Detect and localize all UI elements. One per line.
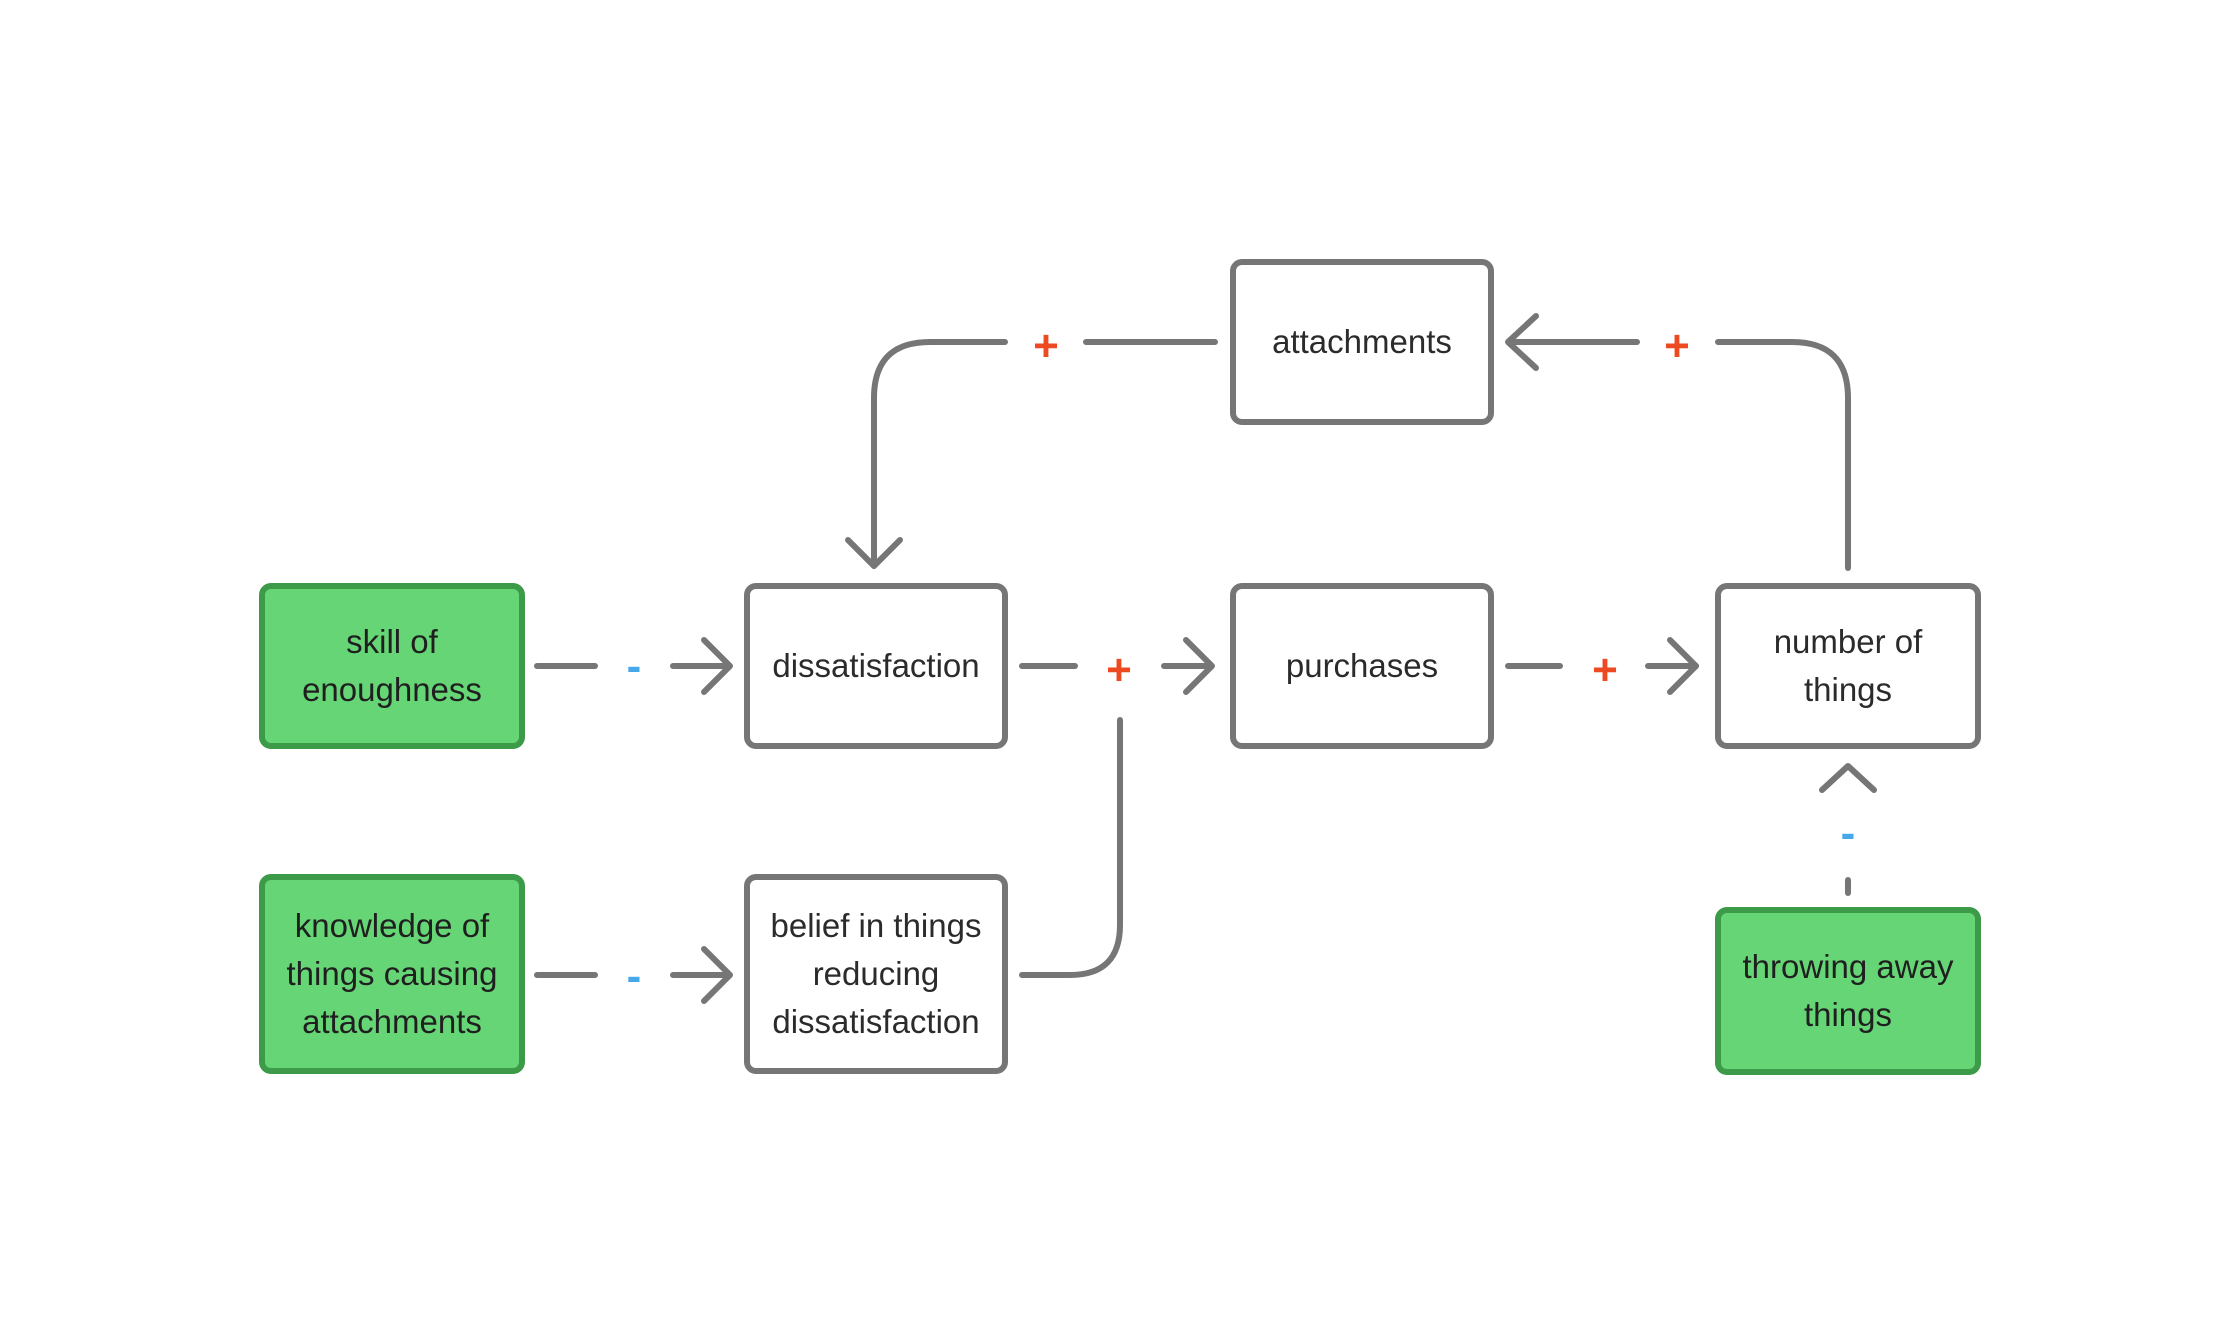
arrowhead-into-dissatisfaction-left [701,637,733,695]
node-attachments: attachments [1230,259,1494,425]
node-number-of-things-label: number of things [1773,623,1923,708]
node-skill-of-enoughness: skill of enoughness [259,583,525,749]
node-knowledge-label: knowledge of things causing attachments [286,907,498,1040]
node-belief-label: belief in things reducing dissatisfactio… [770,907,982,1040]
node-throwing-away-things: throwing away things [1715,907,1981,1075]
arrowhead-into-attachments [1505,313,1539,371]
sign-attachments-dissatisfaction: + [1033,322,1059,371]
sign-knowledge-belief: - [627,952,642,1001]
sign-throwing-number: - [1841,809,1856,858]
sign-skill-dissatisfaction: - [627,642,642,691]
node-purchases-label: purchases [1285,647,1439,684]
node-dissatisfaction-label: dissatisfaction [772,647,980,684]
link-belief-to-purchases [1019,717,1123,978]
arrowhead-into-purchases-from-dissatisfaction [1183,637,1215,695]
sign-purchases-number: + [1592,646,1618,695]
arrowhead-into-dissatisfaction-top [845,537,903,569]
sign-dissatisfaction-purchases: + [1106,646,1132,695]
node-dissatisfaction: dissatisfaction [744,583,1008,749]
node-number-of-things: number of things [1715,583,1981,749]
link-attachments-to-dissatisfaction [871,339,1218,569]
sign-number-attachments: + [1664,322,1690,371]
node-purchases: purchases [1230,583,1494,749]
link-number-of-things-to-attachments [1509,339,1851,571]
node-knowledge: knowledge of things causing attachments [259,874,525,1074]
node-belief: belief in things reducing dissatisfactio… [744,874,1008,1074]
node-attachments-label: attachments [1272,323,1452,360]
node-skill-label: skill of enoughness [302,623,482,708]
arrowhead-into-number-of-things-bottom [1819,763,1877,793]
arrowhead-into-belief [701,946,733,1004]
arrowhead-into-number-of-things [1667,637,1699,695]
node-throwing-away-label: throwing away things [1742,948,1954,1033]
